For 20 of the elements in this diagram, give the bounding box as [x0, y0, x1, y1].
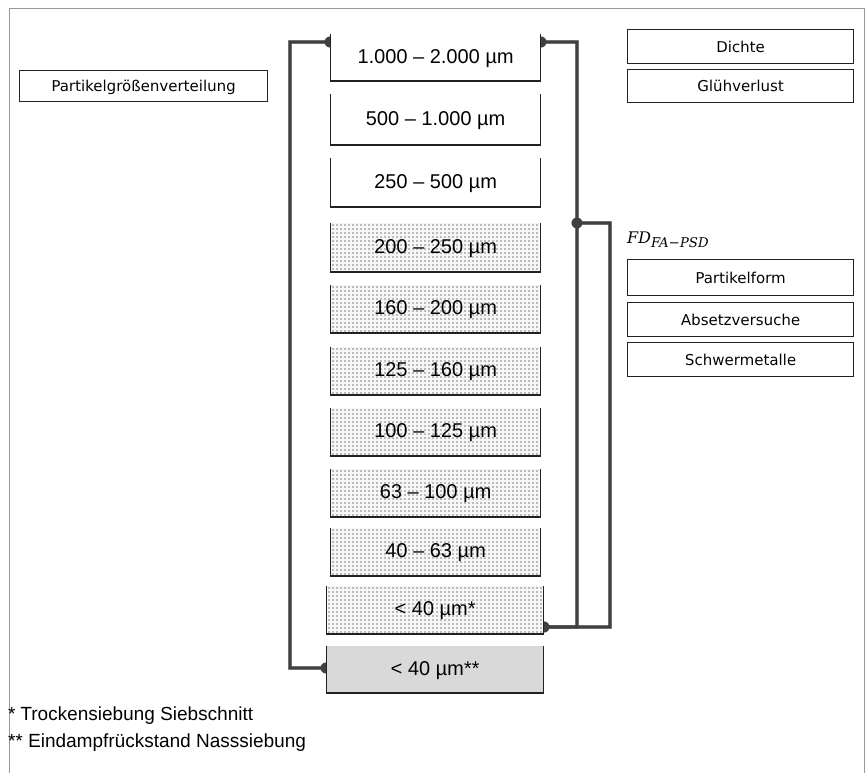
label-box: Dichte — [627, 29, 854, 64]
formula-label: FD$_{FA−PSD}$ — [627, 228, 709, 252]
fraction-box: 500 – 1.000 µm — [330, 94, 541, 146]
fraction-box: 250 – 500 µm — [330, 158, 541, 208]
label-box: Partikelgrößenverteilung — [19, 70, 268, 102]
fraction-box: 63 – 100 µm — [330, 469, 541, 518]
fraction-box: 125 – 160 µm — [330, 347, 541, 396]
fraction-box: < 40 µm** — [326, 646, 544, 694]
fraction-box: 1.000 – 2.000 µm — [330, 34, 541, 82]
fraction-box: < 40 µm* — [326, 586, 544, 635]
fraction-box: 160 – 200 µm — [330, 285, 541, 334]
fraction-box: 40 – 63 µm — [330, 528, 541, 577]
footnote: ** Eindampfrückstand Nasssiebung — [8, 731, 306, 753]
label-box: Partikelform — [627, 259, 854, 296]
label-box: Schwermetalle — [627, 342, 854, 377]
footnote: * Trockensiebung Siebschnitt — [8, 704, 254, 726]
fraction-box: 200 – 250 µm — [330, 223, 541, 273]
label-box: Absetzversuche — [627, 302, 854, 337]
label-box: Glühverlust — [627, 69, 854, 103]
fraction-box: 100 – 125 µm — [330, 408, 541, 457]
